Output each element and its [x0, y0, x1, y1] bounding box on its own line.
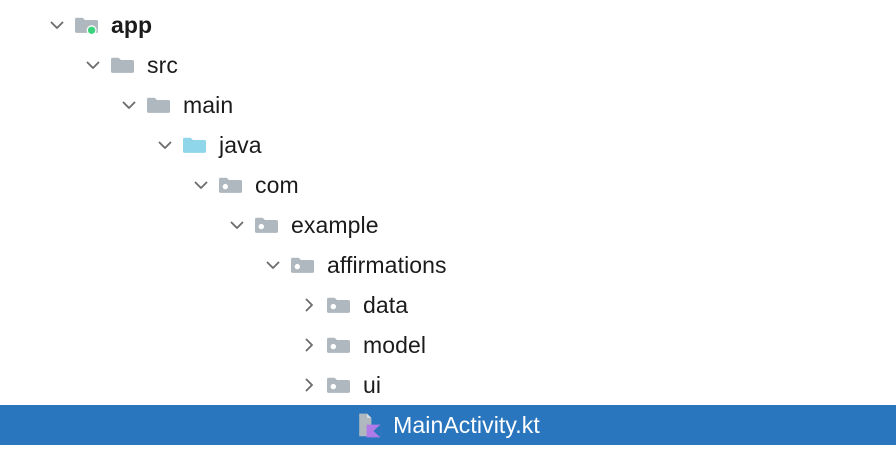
package-icon	[326, 332, 354, 358]
chevron-down-icon[interactable]	[224, 212, 250, 238]
tree-node-label: data	[363, 292, 409, 318]
tree-node-label: src	[147, 52, 178, 78]
chevron-right-icon[interactable]	[296, 292, 322, 318]
tree-node-label: example	[291, 212, 379, 238]
package-icon	[254, 212, 282, 238]
tree-node-label: app	[111, 12, 153, 38]
tree-row[interactable]: app	[0, 5, 896, 45]
folder-icon	[110, 52, 138, 78]
chevron-down-icon[interactable]	[152, 132, 178, 158]
tree-row[interactable]: data	[0, 285, 896, 325]
tree-node-label: model	[363, 332, 427, 358]
tree-node-label: affirmations	[327, 252, 447, 278]
package-icon	[290, 252, 318, 278]
tree-node-label: main	[183, 92, 234, 118]
package-icon	[218, 172, 246, 198]
tree-row[interactable]: affirmations	[0, 245, 896, 285]
chevron-down-icon[interactable]	[260, 252, 286, 278]
tree-row[interactable]: src	[0, 45, 896, 85]
tree-node-label: com	[255, 172, 299, 198]
tree-row[interactable]: main	[0, 85, 896, 125]
source-root-folder-icon	[182, 132, 210, 158]
folder-icon	[146, 92, 174, 118]
tree-row[interactable]: model	[0, 325, 896, 365]
tree-node-label: java	[219, 132, 262, 158]
chevron-right-icon[interactable]	[296, 372, 322, 398]
tree-row[interactable]: ui	[0, 365, 896, 405]
chevron-down-icon[interactable]	[188, 172, 214, 198]
chevron-down-icon[interactable]	[116, 92, 142, 118]
module-folder-icon	[74, 12, 102, 38]
tree-node-label: MainActivity.kt	[393, 412, 540, 438]
tree-row[interactable]: java	[0, 125, 896, 165]
tree-row[interactable]: com	[0, 165, 896, 205]
kotlin-file-icon	[356, 412, 384, 438]
tree-row[interactable]: MainActivity.kt	[0, 405, 896, 445]
chevron-down-icon[interactable]	[80, 52, 106, 78]
package-icon	[326, 372, 354, 398]
chevron-right-icon[interactable]	[296, 332, 322, 358]
chevron-down-icon[interactable]	[44, 12, 70, 38]
tree-node-label: ui	[363, 372, 382, 398]
package-icon	[326, 292, 354, 318]
tree-row[interactable]: example	[0, 205, 896, 245]
